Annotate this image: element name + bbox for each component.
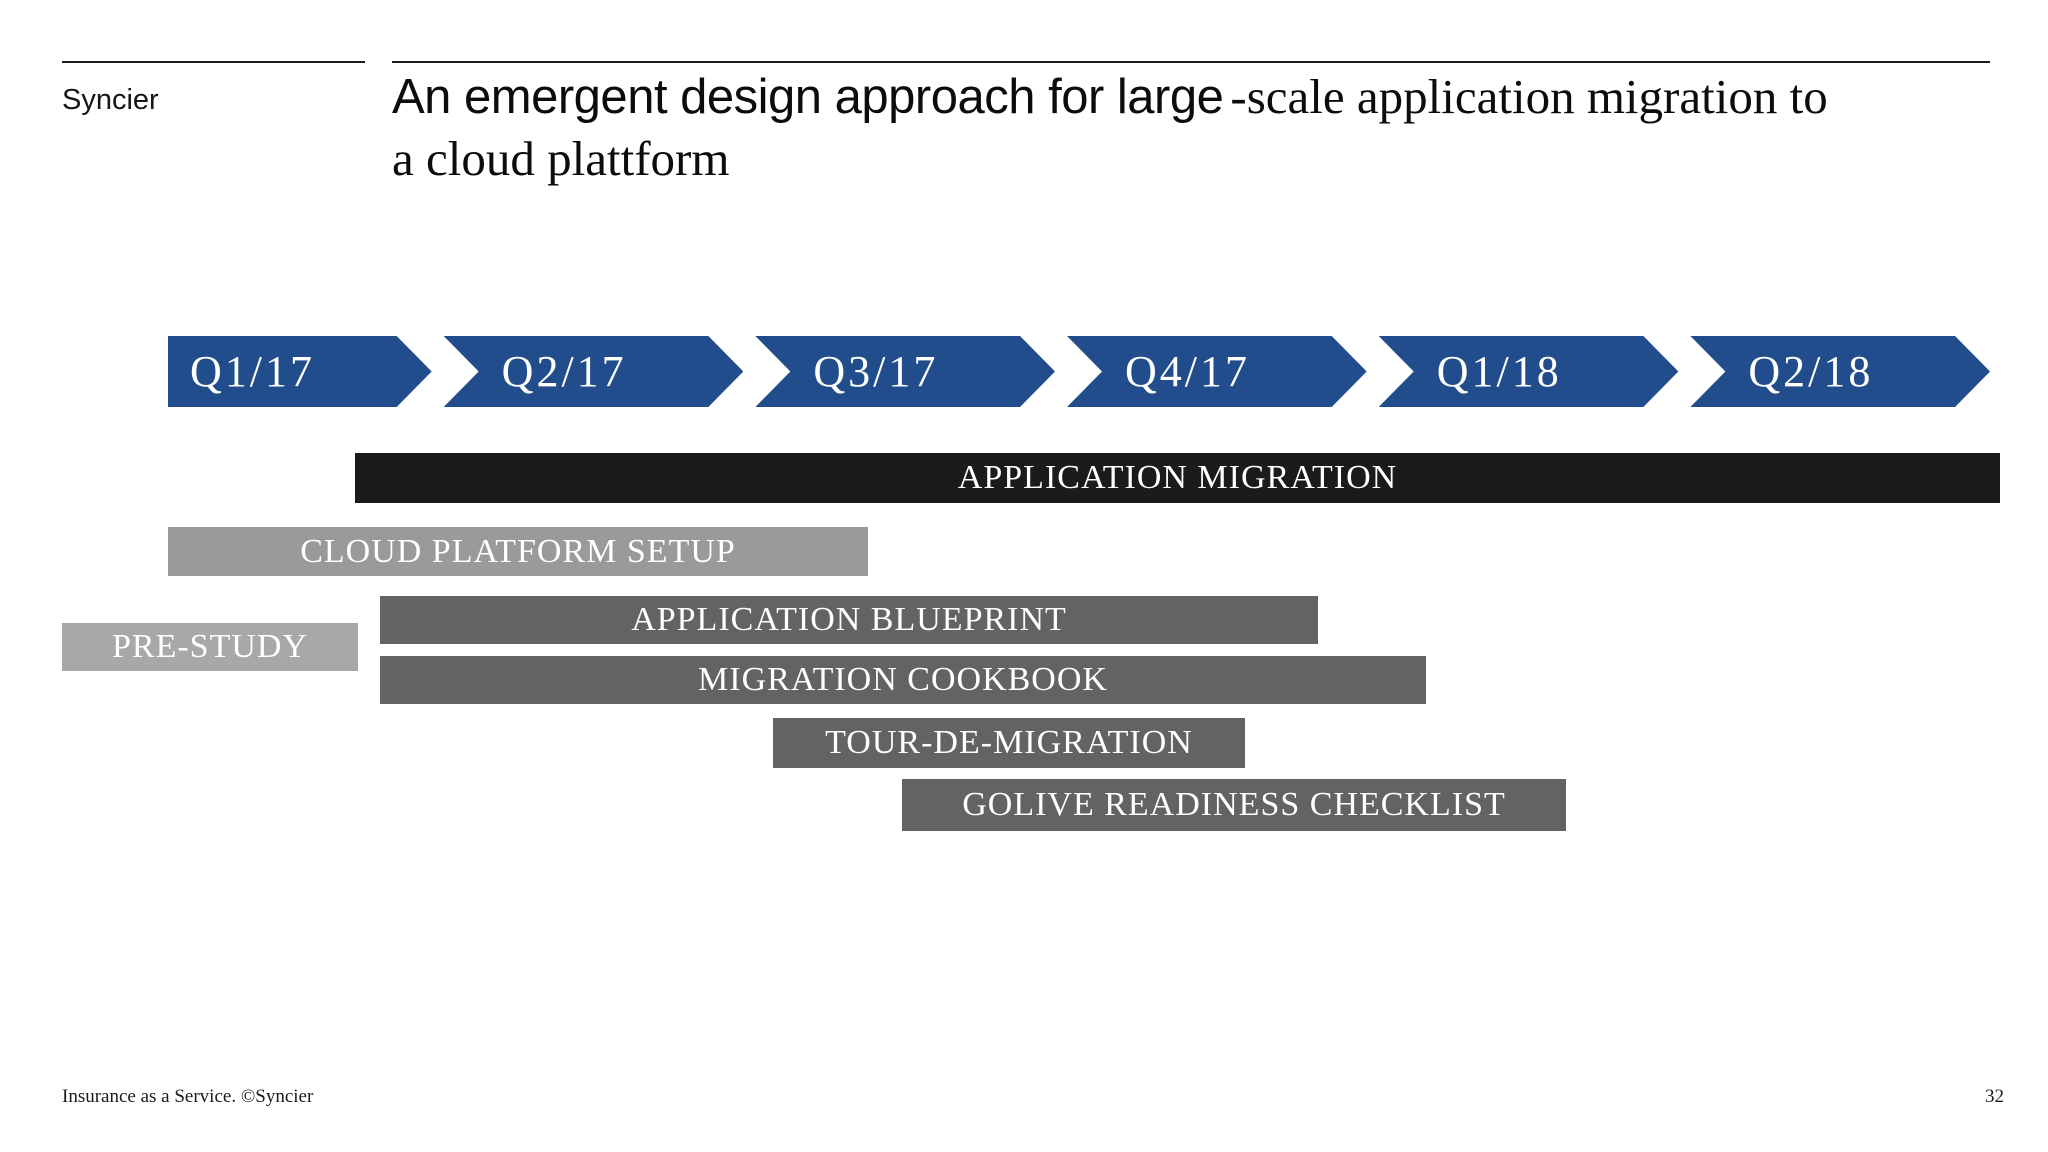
bar-tour-de-migration: TOUR-DE-MIGRATION — [773, 718, 1245, 768]
bar-application-migration: APPLICATION MIGRATION — [355, 453, 2000, 503]
timeline-chevron-q2-18: Q2/18 — [1690, 336, 1990, 407]
bar-application-blueprint: APPLICATION BLUEPRINT — [380, 596, 1318, 644]
slide-title-serif-part: -scale application migration to — [1230, 69, 1828, 124]
bar-migration-cookbook: MIGRATION COOKBOOK — [380, 656, 1426, 704]
slide-title-line1: An emergent design approach for large-sc… — [392, 66, 2012, 128]
logo-divider-line — [62, 61, 365, 63]
title-divider-line — [392, 61, 1990, 63]
timeline-chevron-q1-17: Q1/17 — [168, 336, 432, 407]
timeline-chevron-q3-17: Q3/17 — [755, 336, 1055, 407]
bar-golive-readiness-checklist: GOLIVE READINESS CHECKLIST — [902, 779, 1566, 831]
quarter-timeline: Q1/17 Q2/17 Q3/17 Q4/17 Q1/18 Q2/18 — [168, 336, 1990, 407]
timeline-chevron-q1-18: Q1/18 — [1379, 336, 1679, 407]
footer-copyright: Insurance as a Service. ©Syncier — [62, 1086, 314, 1107]
timeline-chevron-q2-17: Q2/17 — [444, 336, 744, 407]
slide-title-sans-part: An emergent design approach for large — [392, 70, 1224, 124]
company-logo: Syncier — [62, 84, 159, 116]
page-number: 32 — [1985, 1086, 2004, 1107]
bar-cloud-platform-setup: CLOUD PLATFORM SETUP — [168, 527, 868, 576]
slide-title-line2: a cloud plattform — [392, 131, 730, 186]
bar-pre-study: PRE-STUDY — [62, 623, 358, 671]
slide-title: An emergent design approach for large-sc… — [392, 66, 2012, 190]
timeline-chevron-q4-17: Q4/17 — [1067, 336, 1367, 407]
